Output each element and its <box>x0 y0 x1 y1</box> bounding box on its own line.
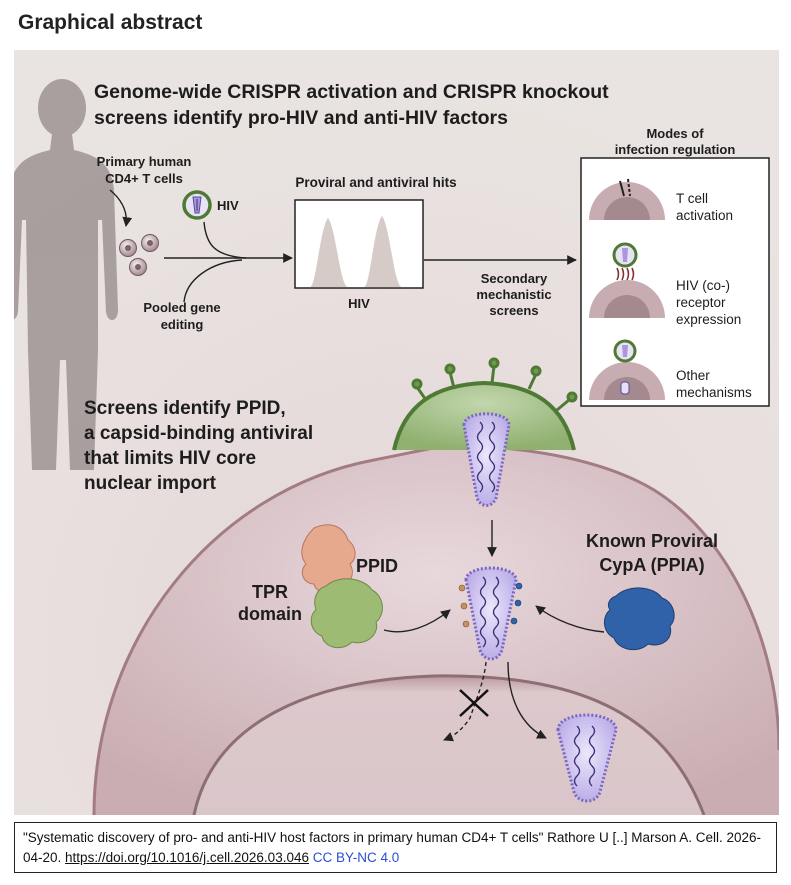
editing-line <box>183 259 243 303</box>
ppid-summary-line1: Screens identify PPID, <box>84 398 286 419</box>
cypa-label-line2: CypA (PPIA) <box>599 555 704 575</box>
hits-axis-label: HIV <box>348 296 370 311</box>
hiv-infection-line <box>203 221 247 259</box>
mode1-label-line2: activation <box>676 208 733 223</box>
block-x-icon <box>459 689 489 717</box>
primary-cells-label-line2: CD4+ T cells <box>105 171 183 186</box>
secondary-label-line2: mechanistic <box>476 287 551 302</box>
cypa-label-line1: Known Proviral <box>586 531 718 551</box>
hiv-virion-icon <box>182 190 212 220</box>
cypa-protein-icon <box>604 587 675 651</box>
tpr-label-line2: domain <box>238 604 302 624</box>
pooled-editing-label-line1: Pooled gene <box>143 300 220 315</box>
cypa-binding-arrow-icon <box>535 605 605 633</box>
tpr-label-line1: TPR <box>252 582 288 602</box>
modes-title-line2: infection regulation <box>615 142 736 157</box>
pooled-editing-label-line2: editing <box>161 317 204 332</box>
ppid-summary-line3: that limits HIV core <box>84 448 256 469</box>
other-mechanisms-icon <box>589 339 665 400</box>
budding-virion-icon <box>392 357 578 507</box>
doi-link[interactable]: https://doi.org/10.1016/j.cell.2026.03.0… <box>65 850 309 865</box>
nuclear-import-arrow-icon <box>507 661 547 739</box>
ppid-summary-line4: nuclear import <box>84 473 217 494</box>
secondary-label-line1: Secondary <box>481 271 548 286</box>
mode3-label-line1: Other <box>676 368 710 383</box>
ppid-label: PPID <box>356 556 398 576</box>
t-cells-icon <box>119 234 159 276</box>
citation-box: "Systematic discovery of pro- and anti-H… <box>14 822 777 873</box>
blocked-import-arrow-icon <box>443 661 487 742</box>
hits-title: Proviral and antiviral hits <box>295 175 456 190</box>
modes-title-line1: Modes of <box>646 126 704 141</box>
hits-histogram <box>294 199 424 289</box>
mode1-label-line1: T cell <box>676 191 708 206</box>
mode3-label-line2: mechanisms <box>676 385 752 400</box>
primary-cells-label-line1: Primary human <box>97 154 192 169</box>
human-silhouette-icon <box>14 79 118 470</box>
graphical-abstract-figure: Genome-wide CRISPR activation and CRISPR… <box>14 50 779 815</box>
hiv-virion-label: HIV <box>217 198 239 213</box>
cytoplasmic-capsid-icon <box>458 566 523 661</box>
mode2-label-line3: expression <box>676 312 741 327</box>
license-link[interactable]: CC BY-NC 4.0 <box>312 850 400 865</box>
ppid-summary-line2: a capsid-binding antiviral <box>84 423 313 444</box>
mode2-label-line1: HIV (co-) <box>676 278 730 293</box>
nuclear-capsid-icon <box>556 713 618 803</box>
page-heading: Graphical abstract <box>18 11 203 34</box>
citation-text: "Systematic discovery of pro- and anti-H… <box>23 830 762 865</box>
cells-arrow-icon <box>109 189 133 227</box>
receptor-expression-icon <box>589 242 665 318</box>
t-cell-activation-icon <box>589 178 665 220</box>
figure-title-line1: Genome-wide CRISPR activation and CRISPR… <box>94 81 609 103</box>
figure-title-line2: screens identify pro-HIV and anti-HIV fa… <box>94 107 508 129</box>
ppid-binding-arrow-icon <box>383 609 451 633</box>
secondary-label-line3: screens <box>489 303 538 318</box>
ppid-protein-icon <box>301 524 383 649</box>
mode2-label-line2: receptor <box>676 295 726 310</box>
